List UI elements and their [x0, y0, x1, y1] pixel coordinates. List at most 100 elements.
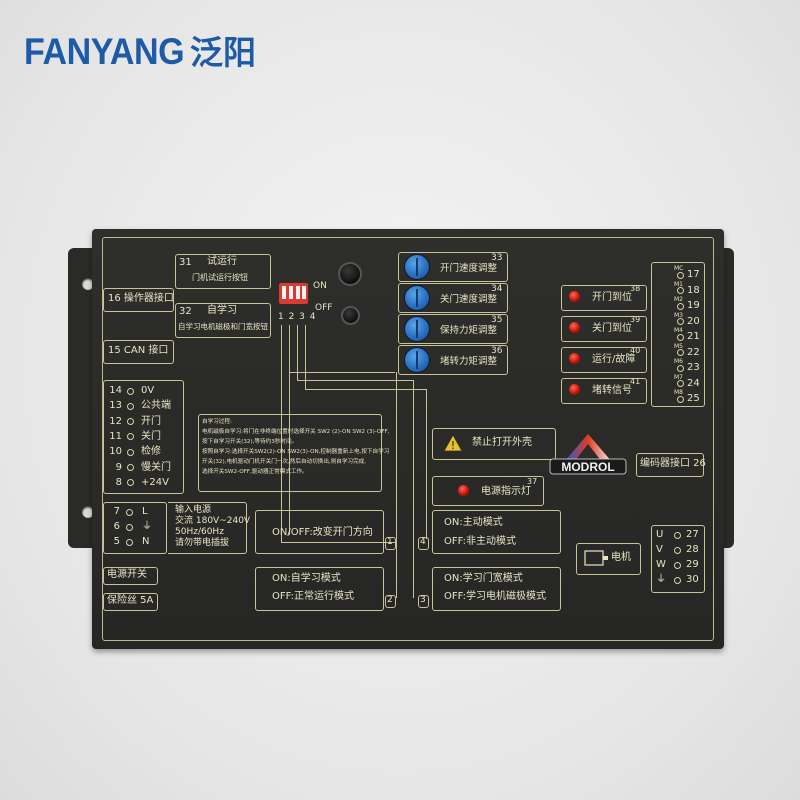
- signal-terminal-block: [651, 262, 705, 407]
- signal-terminal-code: M5: [674, 342, 683, 350]
- motor-terminal-code: U: [656, 529, 664, 540]
- switch-3-on: ON:学习门宽模式: [444, 573, 523, 584]
- trial-run-button[interactable]: [338, 262, 362, 286]
- wire: [297, 325, 298, 380]
- status-led-number: 41: [630, 377, 641, 386]
- power-switch-label: 电源开关: [107, 569, 147, 580]
- terminal-number: 8: [115, 476, 122, 488]
- motor-terminal-block: [651, 525, 705, 593]
- self-learn-title: 自学习: [207, 305, 237, 316]
- wire: [305, 325, 306, 389]
- control-terminal-block: [103, 380, 184, 494]
- wire: [305, 389, 426, 390]
- knob-number: 34: [491, 284, 503, 294]
- can-port-label: 15 CAN 接口: [108, 345, 169, 356]
- power-terminal-block: [103, 502, 167, 554]
- terminal-number: 13: [109, 400, 122, 412]
- power-indicator-led: [458, 485, 469, 496]
- knob-box: [398, 252, 508, 282]
- brand-name-en: FANYANG: [24, 31, 185, 72]
- trial-run-title: 试运行: [207, 256, 237, 267]
- instructions-box: [198, 414, 382, 492]
- trial-run-desc: 门机试运行按钮: [192, 273, 248, 282]
- knob-box: [398, 345, 508, 375]
- warning-text: 禁止打开外壳: [472, 437, 532, 448]
- power-switch-box: [103, 567, 158, 585]
- wire: [396, 372, 397, 598]
- switch-4-num: 4: [420, 537, 426, 547]
- motor-terminal-number: 30: [686, 574, 699, 585]
- knob-label: 关门速度调整: [440, 294, 498, 305]
- can-port-box: [103, 340, 174, 364]
- status-led-number: 40: [630, 346, 641, 355]
- switch-1-num-box: [385, 537, 396, 550]
- switch-2-on: ON:自学习模式: [272, 573, 341, 584]
- power-terminal-number: 6: [113, 521, 120, 532]
- signal-terminal-number: 20: [687, 315, 700, 327]
- terminal-label: 慢关门: [141, 461, 171, 473]
- terminal-circle: [126, 508, 133, 518]
- knob-label: 堵转力矩调整: [440, 356, 498, 367]
- self-learn-button[interactable]: [341, 306, 360, 325]
- status-led: [569, 291, 580, 302]
- dip-switch[interactable]: [279, 283, 308, 304]
- power-terminal-label: N: [142, 536, 150, 547]
- switch-2-num-box: [385, 595, 396, 608]
- motor-terminal-number: 28: [686, 544, 699, 555]
- warning-symbol: !: [451, 439, 455, 452]
- motor-terminal-number: 29: [686, 559, 699, 570]
- terminal-circle: [677, 287, 684, 297]
- terminal-circle: [127, 402, 134, 412]
- switch-3-num-box: [418, 595, 429, 608]
- terminal-circle: [127, 433, 134, 443]
- wire: [289, 372, 395, 373]
- power-input-line: 交流 180V~240V: [175, 516, 251, 526]
- warning-box: [432, 428, 556, 460]
- terminal-label: 检修: [141, 446, 161, 458]
- power-terminal-number: 5: [113, 536, 120, 547]
- self-learn-desc: 自学习电机磁极和门宽按钮: [178, 322, 268, 331]
- fuse-box: [103, 593, 158, 611]
- status-led-label: 关门到位: [592, 323, 632, 334]
- signal-terminal-number: 22: [687, 346, 700, 358]
- mount-hole: [82, 278, 94, 290]
- wire: [281, 542, 396, 543]
- knob-number: 33: [491, 253, 503, 263]
- power-input-line: 50Hz/60Hz: [175, 527, 224, 537]
- signal-terminal-number: 18: [687, 284, 700, 296]
- status-led-box: [561, 316, 647, 342]
- terminal-circle: [677, 302, 684, 312]
- knob-box: [398, 314, 508, 344]
- status-led-label: 堵转信号: [592, 385, 632, 396]
- power-input-line: 输入电源: [175, 505, 212, 515]
- signal-terminal-number: 24: [687, 377, 700, 389]
- motor-icon: [584, 550, 608, 566]
- signal-terminal-code: M1: [674, 280, 683, 288]
- motor-terminal-code: V: [656, 544, 663, 555]
- terminal-circle: [677, 271, 684, 281]
- mount-hole: [82, 506, 94, 518]
- switch-2-off: OFF:正常运行模式: [272, 591, 354, 602]
- wire: [413, 380, 414, 598]
- terminal-circle: [674, 561, 681, 571]
- wire: [289, 325, 290, 535]
- adjust-knob[interactable]: [404, 316, 430, 342]
- adjust-knob[interactable]: [404, 285, 430, 311]
- terminal-circle: [127, 464, 134, 474]
- signal-terminal-number: 17: [687, 269, 700, 280]
- motor-box: [576, 543, 641, 575]
- status-led: [569, 353, 580, 364]
- adjust-knob[interactable]: [404, 347, 430, 373]
- switch-4-num-box: [418, 537, 429, 550]
- terminal-circle: [677, 318, 684, 328]
- terminal-circle: [677, 333, 684, 343]
- signal-terminal-code: M8: [674, 389, 683, 396]
- encoder-port-box: [636, 453, 704, 477]
- terminal-circle: [127, 387, 134, 397]
- fuse-label: 保险丝 5A: [107, 595, 154, 606]
- adjust-knob[interactable]: [404, 254, 430, 280]
- modrol-text: MODROL: [561, 460, 614, 474]
- trial-run-box: [175, 254, 271, 289]
- self-learn-box: [175, 303, 271, 338]
- terminal-label: 关门: [141, 430, 161, 442]
